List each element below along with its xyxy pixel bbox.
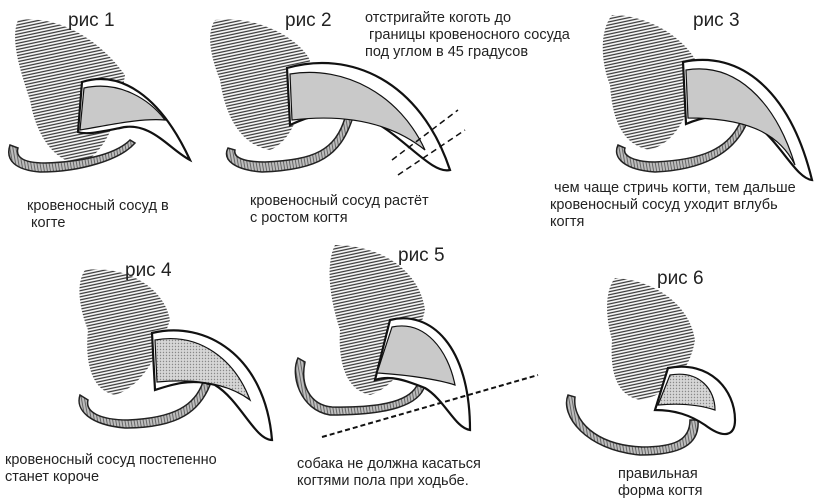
figure-1-caption: кровеносный сосуд в когте (27, 198, 169, 231)
figure-1-title: рис 1 (68, 10, 115, 31)
figure-4-caption: кровеносный сосуд постепенно станет коро… (5, 452, 217, 485)
figure-3-caption: чем чаще стричь когти, тем дальше кровен… (550, 180, 796, 230)
figure-2-title: рис 2 (285, 10, 332, 31)
figure-3-illustration (602, 15, 814, 182)
figure-2-note: отстригайте коготь до границы кровеносно… (365, 10, 570, 60)
figure-6-title: рис 6 (657, 268, 704, 289)
figure-4-title: рис 4 (125, 260, 172, 281)
figure-1-illustration (8, 19, 193, 173)
figure-4-illustration (78, 269, 274, 442)
figure-2-illustration (210, 19, 466, 176)
figure-6-caption: правильная форма когтя (618, 466, 703, 499)
figure-5-title: рис 5 (398, 245, 445, 266)
figure-3-title: рис 3 (693, 10, 740, 31)
figure-5-illustration (294, 245, 539, 438)
figure-2-caption: кровеносный сосуд растёт с ростом когтя (250, 193, 429, 226)
figure-6-illustration (565, 278, 737, 456)
figure-5-caption: собака не должна касаться когтями пола п… (297, 456, 481, 489)
